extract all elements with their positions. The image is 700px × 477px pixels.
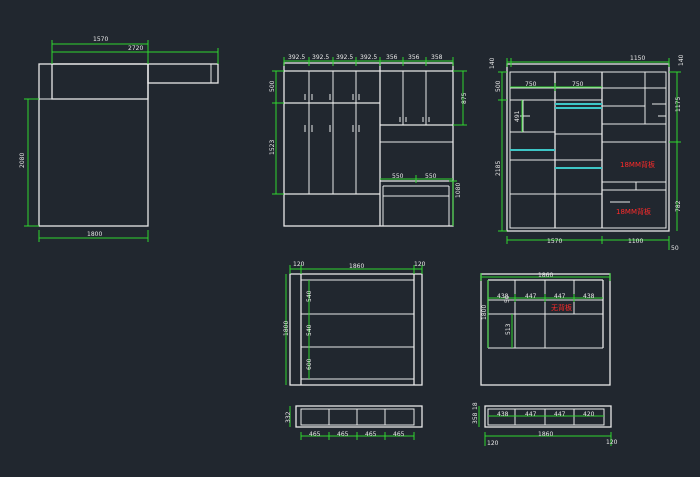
dim-1150: 1150 (630, 55, 645, 62)
dim-358: 358 (431, 54, 443, 61)
plan1-drawing: 332 465 465 465 465 (285, 405, 423, 440)
dim-513: 513 (505, 323, 512, 335)
dim-1080: 1080 (455, 183, 462, 198)
dim-782: 782 (675, 200, 682, 212)
wardrobe-outline (283, 62, 454, 227)
dim-1523: 1523 (269, 140, 276, 155)
dim-540-b: 540 (306, 324, 313, 336)
dim-438-b: 438 (583, 293, 595, 300)
dim-1100: 1100 (628, 238, 643, 245)
dim-500: 500 (269, 80, 276, 92)
dim-392-5-a: 392.5 (288, 54, 305, 61)
shelf1-outline (289, 273, 423, 386)
dim-50-shelf2: 50 (504, 295, 511, 303)
dim-750-a: 750 (525, 81, 537, 88)
dim-50: 50 (671, 245, 679, 252)
plan1-outline (295, 405, 423, 428)
bed-outline (38, 63, 149, 227)
dim-550-b: 550 (425, 173, 437, 180)
dim-18: 18 (472, 402, 479, 410)
dim-392-5-d: 392.5 (360, 54, 377, 61)
dim-358-plan2: 358 (472, 412, 479, 424)
dim-447-plan-a: 447 (525, 411, 537, 418)
dim-465-c: 465 (365, 431, 377, 438)
dim-875: 875 (461, 92, 468, 104)
dim-120-plan-b: 120 (606, 439, 618, 446)
dim-447-b: 447 (554, 293, 566, 300)
dim-438-plan-a: 438 (497, 411, 509, 418)
plan2-drawing: 18 358 438 447 447 420 120 1860 120 (472, 402, 618, 447)
dim-356-a: 356 (386, 54, 398, 61)
dim-1800-shelf1: 1800 (283, 321, 290, 336)
shelf1-drawing: 120 1860 120 1800 540 540 600 (283, 261, 426, 386)
dim-1175: 1175 (675, 97, 682, 112)
dim-392-5-b: 392.5 (312, 54, 329, 61)
dim-1570-corner: 1570 (547, 238, 562, 245)
dim-600: 600 (306, 358, 313, 370)
dim-438-a: 438 (497, 293, 509, 300)
bed-headboard (51, 63, 149, 100)
dim-465-a: 465 (309, 431, 321, 438)
dim-420-plan: 420 (583, 411, 595, 418)
dim-491: 491 (514, 110, 521, 122)
dim-392-5-c: 392.5 (336, 54, 353, 61)
note-back-panel-1: 18MM背板 (620, 160, 655, 169)
corner-outline (506, 63, 670, 232)
dim-540-a: 540 (306, 290, 313, 302)
dim-1860: 1860 (349, 263, 364, 270)
dim-356-b: 356 (408, 54, 420, 61)
dim-332: 332 (285, 411, 292, 423)
wardrobe-drawing: 392.5 392.5 392.5 392.5 356 356 358 500 … (269, 54, 468, 227)
dim-750-b: 750 (572, 81, 584, 88)
note-back-panel-2: 18MM背板 (616, 207, 651, 216)
dim-140-b: 140 (678, 54, 685, 66)
dim-1800-shelf2: 1800 (481, 305, 488, 320)
dim-2720: 2720 (128, 45, 143, 52)
dim-120-plan-a: 120 (487, 440, 499, 447)
dim-140-a: 140 (489, 57, 496, 69)
dim-447-plan-b: 447 (554, 411, 566, 418)
dim-1570: 1570 (93, 36, 108, 43)
dim-465-b: 465 (337, 431, 349, 438)
dim-120-a: 120 (293, 261, 305, 268)
dim-1800: 1800 (87, 231, 102, 238)
dim-120-b: 120 (414, 261, 426, 268)
corner-wardrobe-drawing: 140 1150 140 750 750 491 500 2185 1175 7… (489, 54, 685, 252)
dim-500-corner: 500 (495, 80, 502, 92)
bed-side-cabinet (147, 63, 219, 84)
dim-550-a: 550 (392, 173, 404, 180)
plan2-outline (484, 405, 612, 428)
dim-2080: 2080 (19, 153, 26, 168)
dim-2185: 2185 (495, 161, 502, 176)
dim-1860-shelf2: 1860 (538, 272, 553, 279)
dim-447-a: 447 (525, 293, 537, 300)
dim-1860-plan: 1860 (538, 431, 553, 438)
note-no-back-panel: 无背板 (551, 303, 572, 312)
shelf2-outline (480, 273, 611, 386)
bed-drawing: 1570 2720 2080 1800 (19, 36, 219, 242)
dim-465-d: 465 (393, 431, 405, 438)
shelf2-drawing: 1860 438 447 447 438 1800 513 50 无背板 (480, 272, 611, 386)
